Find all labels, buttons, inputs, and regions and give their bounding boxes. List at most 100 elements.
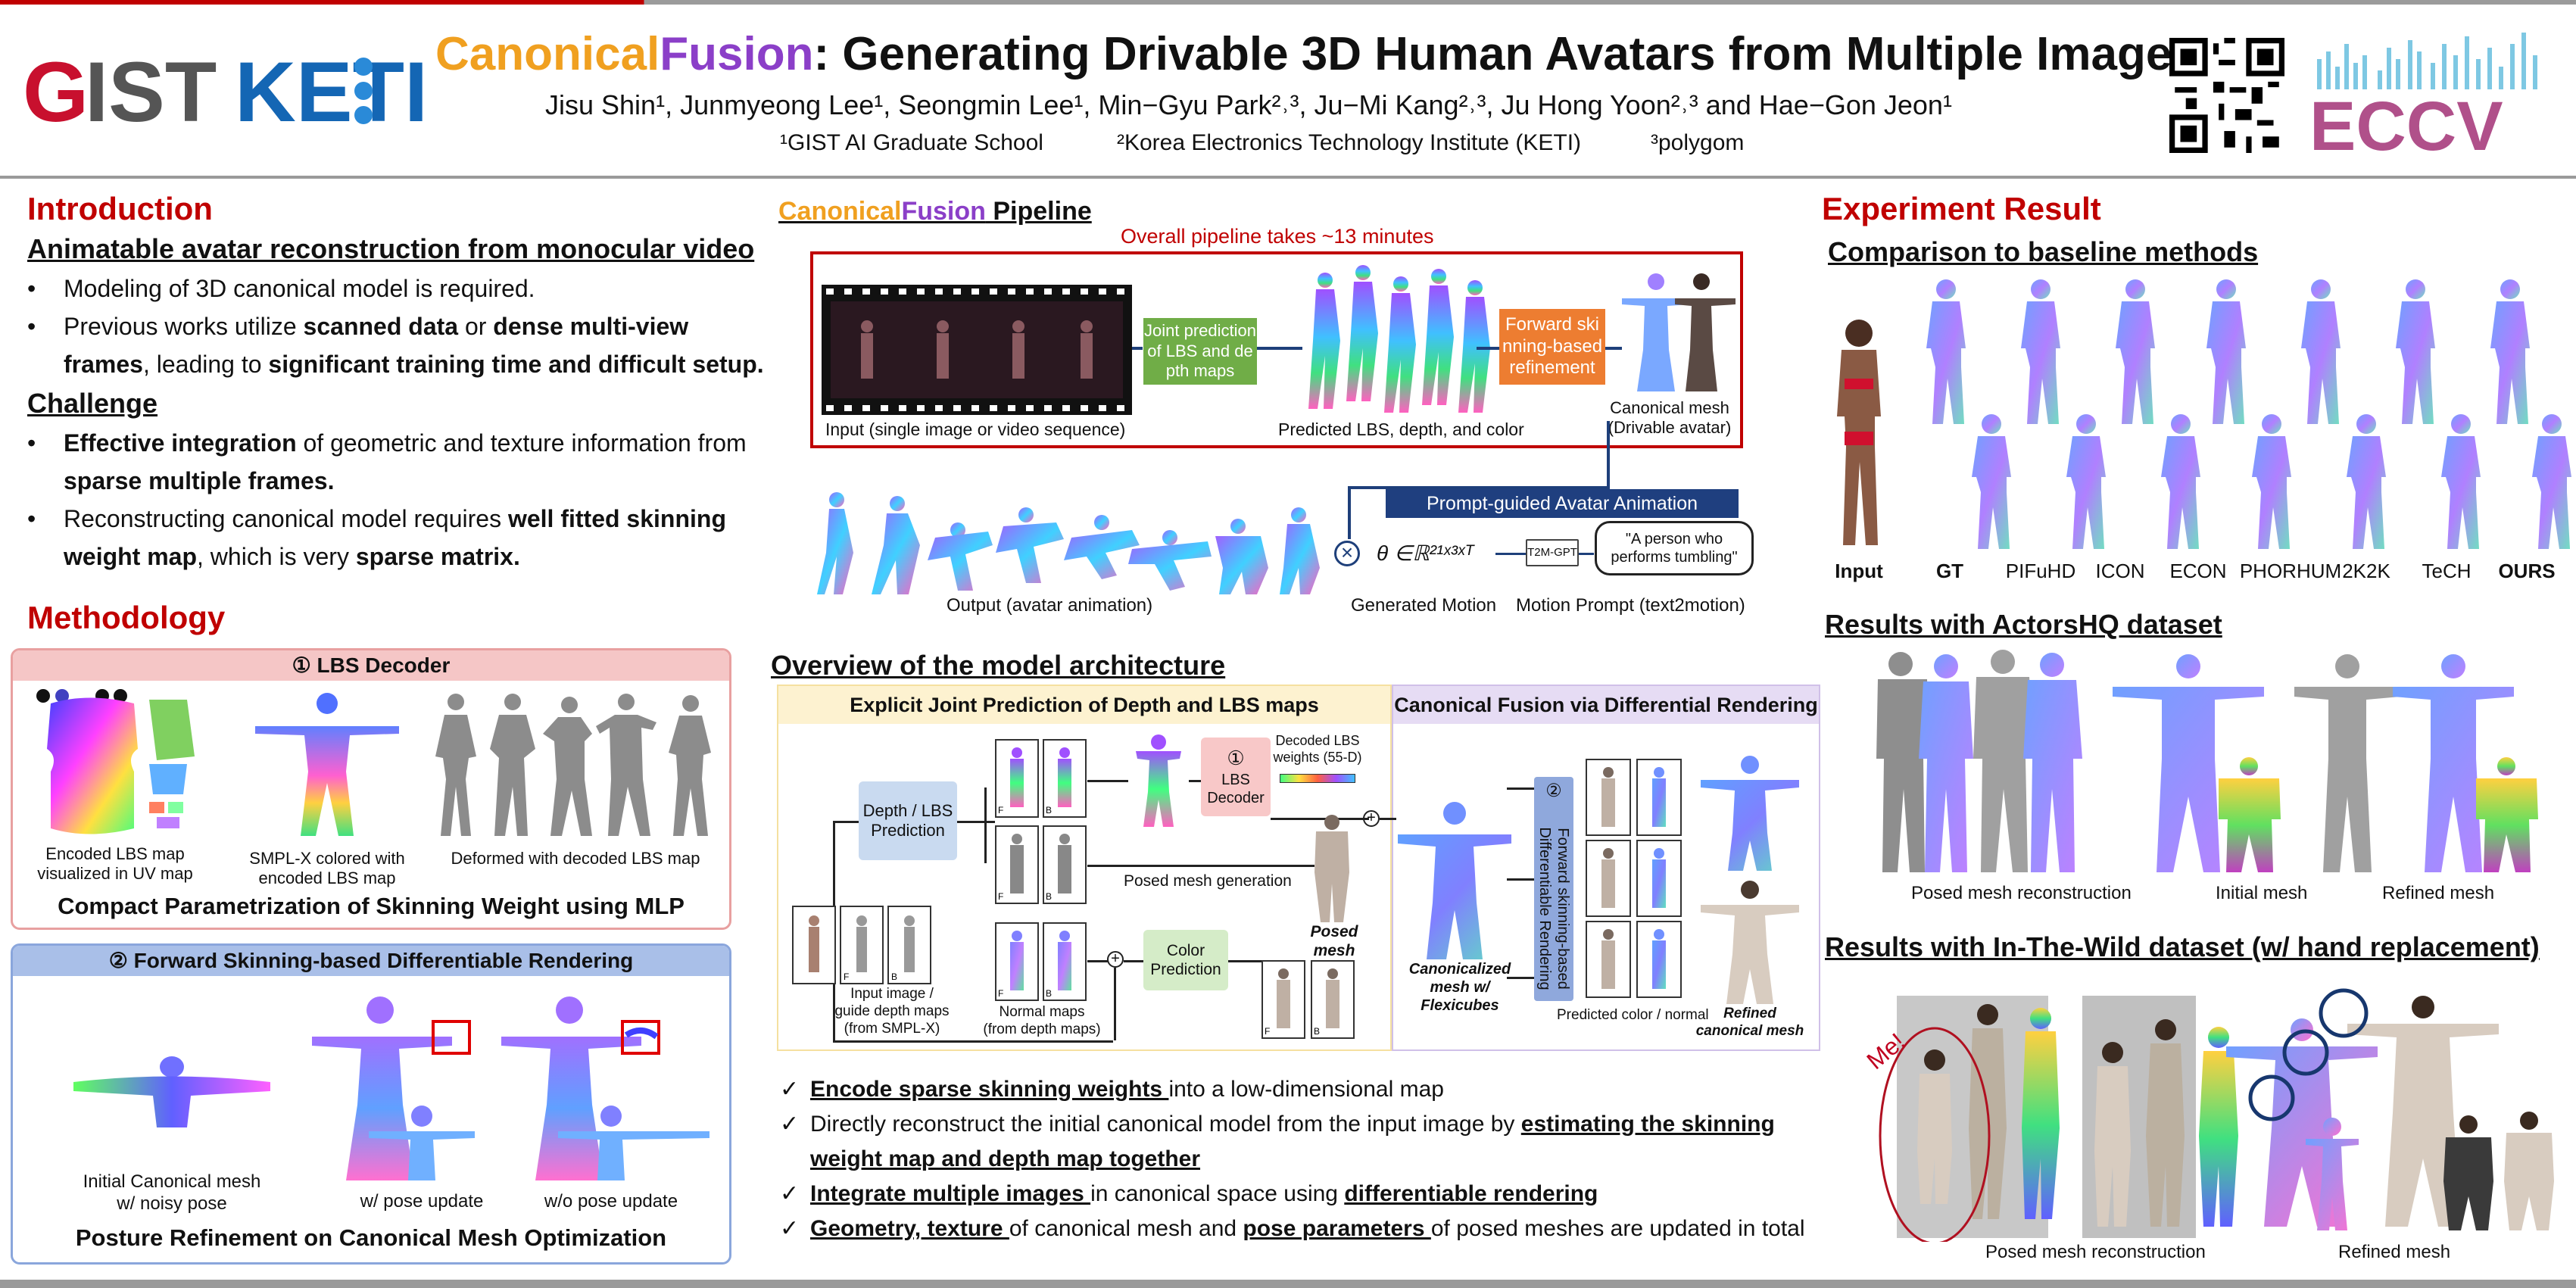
- fs-no-pose-update-figure: [497, 991, 725, 1188]
- refined-canonical-figures: [1693, 750, 1807, 1007]
- fs-caption-2: w/ pose update: [360, 1191, 484, 1212]
- method-label-input: Input: [1835, 560, 1883, 582]
- otimes-icon: ×: [1334, 541, 1360, 566]
- svg-text:G: G: [23, 45, 89, 136]
- posed-gen-caption: Posed mesh generation: [1124, 872, 1292, 890]
- svg-text:F: F: [1265, 1026, 1270, 1037]
- input-film-strip: [822, 285, 1132, 415]
- joint-prediction-box: Joint prediction of LBS and de pth maps: [1143, 318, 1257, 385]
- arch-arrow-3: [1507, 977, 1534, 979]
- canonical-mesh-figures: [1622, 267, 1736, 395]
- arch-line-to-canon: [1380, 818, 1396, 820]
- canonical-mesh-caption: Canonical mesh (Drivable avatar): [1608, 398, 1732, 438]
- fs-panel-subtitle: Posture Refinement on Canonical Mesh Opt…: [75, 1224, 667, 1251]
- challenge-subheading: Challenge: [27, 388, 158, 419]
- lbs-caption-2: SMPL-X colored with encoded LBS map: [249, 849, 405, 888]
- affiliation-1: ¹GIST AI Graduate School: [780, 130, 1043, 155]
- predicted-caption: Predicted LBS, depth, and color: [1278, 419, 1524, 439]
- bullet-dot: •: [27, 313, 36, 340]
- t2m-gpt-box: T2M-GPT: [1526, 539, 1579, 566]
- arch-line-lbs-to-fig: [1087, 780, 1128, 782]
- fs-initial-mesh: [66, 1052, 278, 1143]
- pred-color-normal-grid: [1586, 759, 1684, 1000]
- lbs-caption-1: Encoded LBS map visualized in UV map: [37, 844, 193, 884]
- svg-text:B: B: [1046, 891, 1052, 902]
- lbs-decoder-panel: ① LBS Decoder Encoded LBS map visualized…: [11, 648, 731, 930]
- posed-mesh-figure: [1305, 812, 1358, 924]
- decoded-weights-label: Decoded LBS weights (55-D): [1273, 733, 1362, 765]
- svg-text:ECCV: ECCV: [2309, 88, 2503, 157]
- checklist-item-3: ✓Integrate multiple images in canonical …: [780, 1177, 1817, 1212]
- arrow-pred-to-forward: [1477, 347, 1499, 350]
- arch-line-dl-vert: [984, 787, 987, 863]
- method-label-icon: ICON: [2095, 560, 2145, 582]
- pipeline-title: CanonicalFusion Pipeline: [778, 197, 1092, 226]
- arch-right-header: Canonical Fusion via Differential Render…: [1393, 686, 1819, 724]
- lbs-caption-3: Deformed with decoded LBS map: [451, 849, 700, 868]
- method-label-phorhum: PHORHUM: [2239, 560, 2342, 582]
- method-heading: Methodology: [27, 600, 226, 635]
- bullet-dot: •: [27, 275, 36, 302]
- pred-color-caption: Predicted color / normal: [1557, 1007, 1709, 1023]
- arch-line-fig-to-dec: [1189, 780, 1201, 782]
- svg-text:F: F: [998, 891, 1003, 902]
- connector-to-motion: [1348, 486, 1351, 539]
- arch-title: Overview of the model architecture: [771, 650, 1226, 681]
- comparison-figures: [1817, 273, 2574, 557]
- connector-canon-left: [1348, 486, 1610, 489]
- method-label-ours: OURS: [2498, 560, 2556, 582]
- arch-line-color-out: [1228, 960, 1261, 962]
- arrow-film-to-joint: [1132, 347, 1143, 350]
- pipeline-time-note: Overall pipeline takes ~13 minutes: [1121, 225, 1434, 248]
- top-strip: [0, 0, 2576, 5]
- arrow-theta-from-t2m: [1495, 553, 1526, 555]
- svg-text:F: F: [844, 971, 849, 982]
- gist-logo: G IST: [23, 45, 220, 139]
- canonicalized-mesh-caption: Canonicalized mesh w/ Flexicubes: [1408, 961, 1511, 1014]
- arch-arrow-2: [1507, 878, 1534, 881]
- qr-code[interactable]: [2169, 38, 2284, 153]
- intro-subheading: Animatable avatar reconstruction from mo…: [27, 233, 755, 264]
- fs-caption-1: Initial Canonical mesh w/ noisy pose: [83, 1171, 261, 1214]
- arch-lbs-figure: [1128, 731, 1189, 830]
- canonicalized-mesh-figure: [1398, 797, 1511, 963]
- arch-input-caption: Input image / guide depth maps (from SMP…: [834, 986, 950, 1037]
- intro-bullet-2: •Previous works utilize scanned data or …: [27, 307, 792, 383]
- predicted-lbs-figures: [1302, 257, 1499, 416]
- check-icon: ✓: [780, 1216, 800, 1241]
- svg-text:IST: IST: [85, 45, 217, 136]
- authors: Jisu Shin¹, Junmyeong Lee¹, Seongmin Lee…: [545, 89, 1952, 120]
- arch-line-to-color: [1124, 960, 1143, 962]
- posed-mesh-caption: Posed mesh: [1310, 923, 1358, 960]
- method-label-gt: GT: [1935, 560, 1964, 582]
- results-subheading-2: Results with ActorsHQ dataset: [1825, 609, 2222, 640]
- results-subheading-3: Results with In-The-Wild dataset (w/ han…: [1825, 931, 2540, 962]
- oplus-top: +: [1363, 810, 1380, 827]
- lbs-uv-map: [36, 688, 210, 840]
- output-caption: Output (avatar animation): [947, 595, 1153, 616]
- checklist-item-1: ✓Encode sparse skinning weights into a l…: [780, 1072, 1817, 1107]
- method-label-2k2k: 2K2K: [2342, 560, 2390, 582]
- keti-logo: KETI: [235, 45, 428, 139]
- forward-render-label: Forward skinning-based Differentiable Re…: [1536, 827, 1571, 990]
- intro-bullet-1: •Modeling of 3D canonical model is requi…: [27, 270, 784, 307]
- results-heading: Experiment Result: [1822, 191, 2101, 226]
- check-icon: ✓: [780, 1112, 800, 1137]
- arch-line-input-right: [833, 821, 859, 823]
- actors-caption-2: Initial mesh: [2216, 883, 2308, 903]
- intro-heading: Introduction: [27, 191, 213, 226]
- arch-line-normal-right: [1087, 960, 1115, 962]
- arrow-forward-to-canon: [1605, 347, 1622, 350]
- lbs-deformed-figures: [429, 688, 725, 840]
- animation-output-figures: [814, 485, 1333, 598]
- input-caption: Input (single image or video sequence): [825, 419, 1126, 439]
- actorshq-figures: [1870, 645, 2552, 881]
- arch-arrow-1: [1507, 787, 1534, 790]
- lbs-decoder-label: LBS Decoder: [1207, 771, 1265, 806]
- eccv-logo: ECCV: [2309, 29, 2552, 165]
- arch-left-header: Explicit Joint Prediction of Depth and L…: [778, 686, 1390, 724]
- arch-line-oplus-up: [1114, 968, 1116, 1040]
- arch-line-input-up: [833, 821, 835, 906]
- lbs-smplx-figure: [248, 688, 407, 840]
